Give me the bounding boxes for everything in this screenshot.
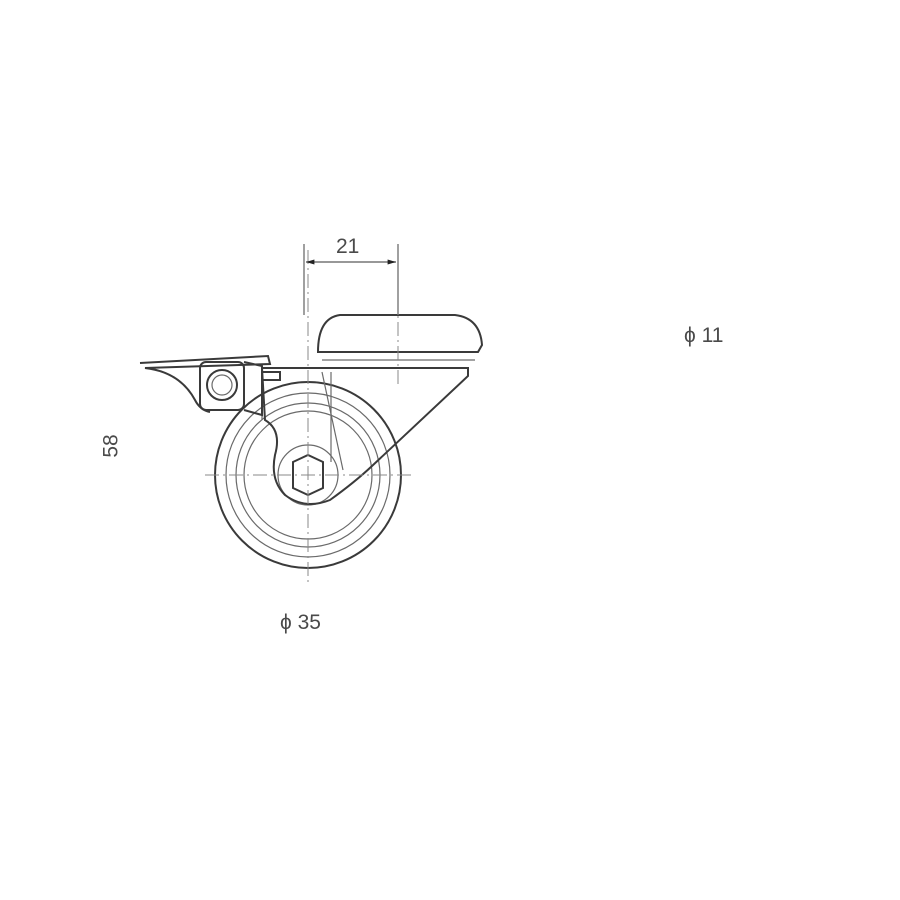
fork — [260, 367, 469, 505]
side-view — [139, 250, 484, 582]
brake-lever — [139, 354, 281, 417]
swivel-head — [316, 314, 484, 353]
dimension-label-21: 21 — [336, 235, 360, 258]
dimension-label-phi-35: ϕ 35 — [280, 611, 321, 634]
dimension-label-58: 58 — [99, 434, 123, 458]
dimension-21 — [303, 244, 399, 315]
dimension-label-phi-11: ϕ 11 — [684, 324, 724, 347]
